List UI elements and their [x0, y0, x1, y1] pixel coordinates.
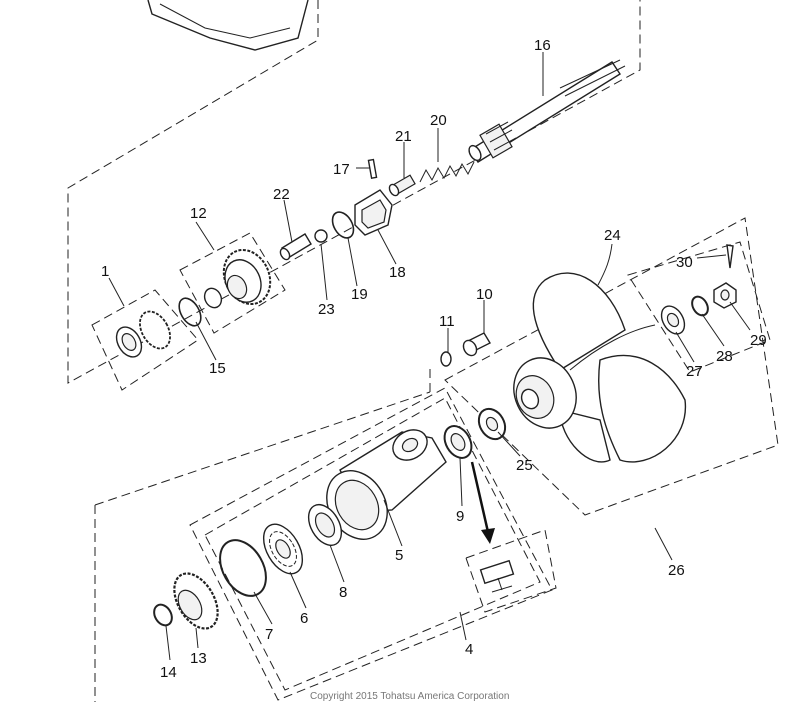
label-20: 20 [430, 112, 447, 129]
label-5: 5 [395, 547, 403, 564]
housing-5 [326, 429, 447, 540]
cotter-pin-30 [726, 244, 734, 269]
label-8: 8 [339, 584, 347, 601]
leader-lines [108, 52, 751, 661]
clutch-17 [354, 189, 393, 236]
bolt-10 [462, 332, 491, 357]
ball-23 [314, 229, 328, 243]
o-ring-7 [219, 539, 267, 597]
copyright-text: Copyright 2015 Tohatsu America Corporati… [310, 691, 509, 702]
label-1: 1 [101, 263, 109, 280]
propeller-24 [513, 272, 687, 463]
label-27: 27 [686, 363, 703, 380]
parts [115, 0, 737, 630]
label-24: 24 [604, 227, 621, 244]
spring-20 [419, 161, 475, 183]
plunger-21 [388, 174, 416, 197]
label-22: 22 [273, 186, 290, 203]
group-frames [67, 0, 779, 702]
pin-18 [367, 158, 378, 180]
seal-9 [443, 425, 473, 459]
bearing-1 [115, 310, 171, 358]
spacer-27 [660, 305, 686, 335]
nut-29 [713, 282, 737, 309]
label-21: 21 [395, 128, 412, 145]
label-26: 25 [516, 457, 533, 474]
label-19: 19 [351, 286, 368, 303]
drive-shaft-16 [468, 59, 626, 163]
ring-19 [331, 211, 355, 239]
label-11: 11 [439, 313, 455, 330]
ball-bearing-6 [262, 523, 304, 575]
washer-28 [691, 295, 709, 317]
label-6: 6 [300, 610, 308, 627]
label-14: 14 [160, 664, 177, 681]
label-12: 12 [190, 205, 207, 222]
shim-14 [153, 603, 173, 627]
label-29: 29 [750, 332, 767, 349]
reverse-gear-13 [173, 572, 219, 630]
label-15: 15 [209, 360, 226, 377]
label-28: 28 [716, 348, 733, 365]
label-9: 9 [456, 508, 464, 525]
forward-gear-12 [203, 248, 272, 309]
label-4: 4 [465, 641, 473, 658]
label-30: 30 [676, 254, 693, 271]
sleeve-8 [307, 504, 343, 546]
thrust-holder-26 [477, 407, 507, 441]
label-23: 23 [318, 301, 335, 318]
label-17: 18 [389, 264, 406, 281]
label-25: 26 [668, 562, 685, 579]
label-18: 17 [333, 161, 350, 178]
pin-22 [279, 233, 312, 261]
shim-15 [178, 297, 202, 327]
part-labels: 16 20 21 17 22 12 1 18 19 23 15 10 11 24… [101, 37, 767, 681]
detail-arrow [470, 461, 495, 544]
label-16: 16 [534, 37, 551, 54]
label-13: 13 [190, 650, 207, 667]
detail-tool [479, 559, 515, 593]
label-7: 7 [265, 626, 273, 643]
washer-11 [440, 351, 452, 367]
label-10: 10 [476, 286, 493, 303]
